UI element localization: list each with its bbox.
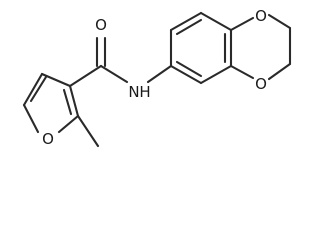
benzene-ring — [169, 11, 233, 85]
bond — [229, 16, 255, 32]
amide-nitrogen-label: N — [128, 83, 139, 101]
bond — [267, 62, 292, 81]
dioxane-top-oxygen-label: O — [255, 7, 267, 25]
bond — [62, 88, 73, 116]
amide-hydrogen-label: H — [139, 83, 150, 101]
n-aryl-bond — [146, 64, 173, 84]
bond — [267, 13, 292, 30]
bond — [169, 11, 203, 32]
bond — [199, 11, 233, 32]
bond — [175, 18, 203, 36]
dioxane-bottom-oxygen-label: O — [255, 75, 267, 93]
bond — [29, 75, 48, 103]
chemical-structure-diagram: O O N H O O — [22, 7, 292, 148]
methyl-bond — [76, 114, 100, 148]
carbonyl-oxygen-label: O — [95, 16, 107, 34]
dioxane-ring — [229, 13, 292, 81]
bond — [175, 60, 203, 78]
bond — [57, 114, 80, 134]
bond — [169, 64, 203, 85]
bond — [22, 103, 40, 134]
bond — [40, 72, 72, 88]
bond — [199, 64, 233, 85]
furan-oxygen-label: O — [42, 130, 54, 148]
bond — [68, 84, 80, 118]
ring-carbonyl-bond — [68, 64, 103, 88]
bond — [229, 64, 255, 80]
amide-c-n-bond — [99, 64, 129, 84]
bond — [22, 72, 44, 107]
furan-ring — [22, 72, 80, 134]
